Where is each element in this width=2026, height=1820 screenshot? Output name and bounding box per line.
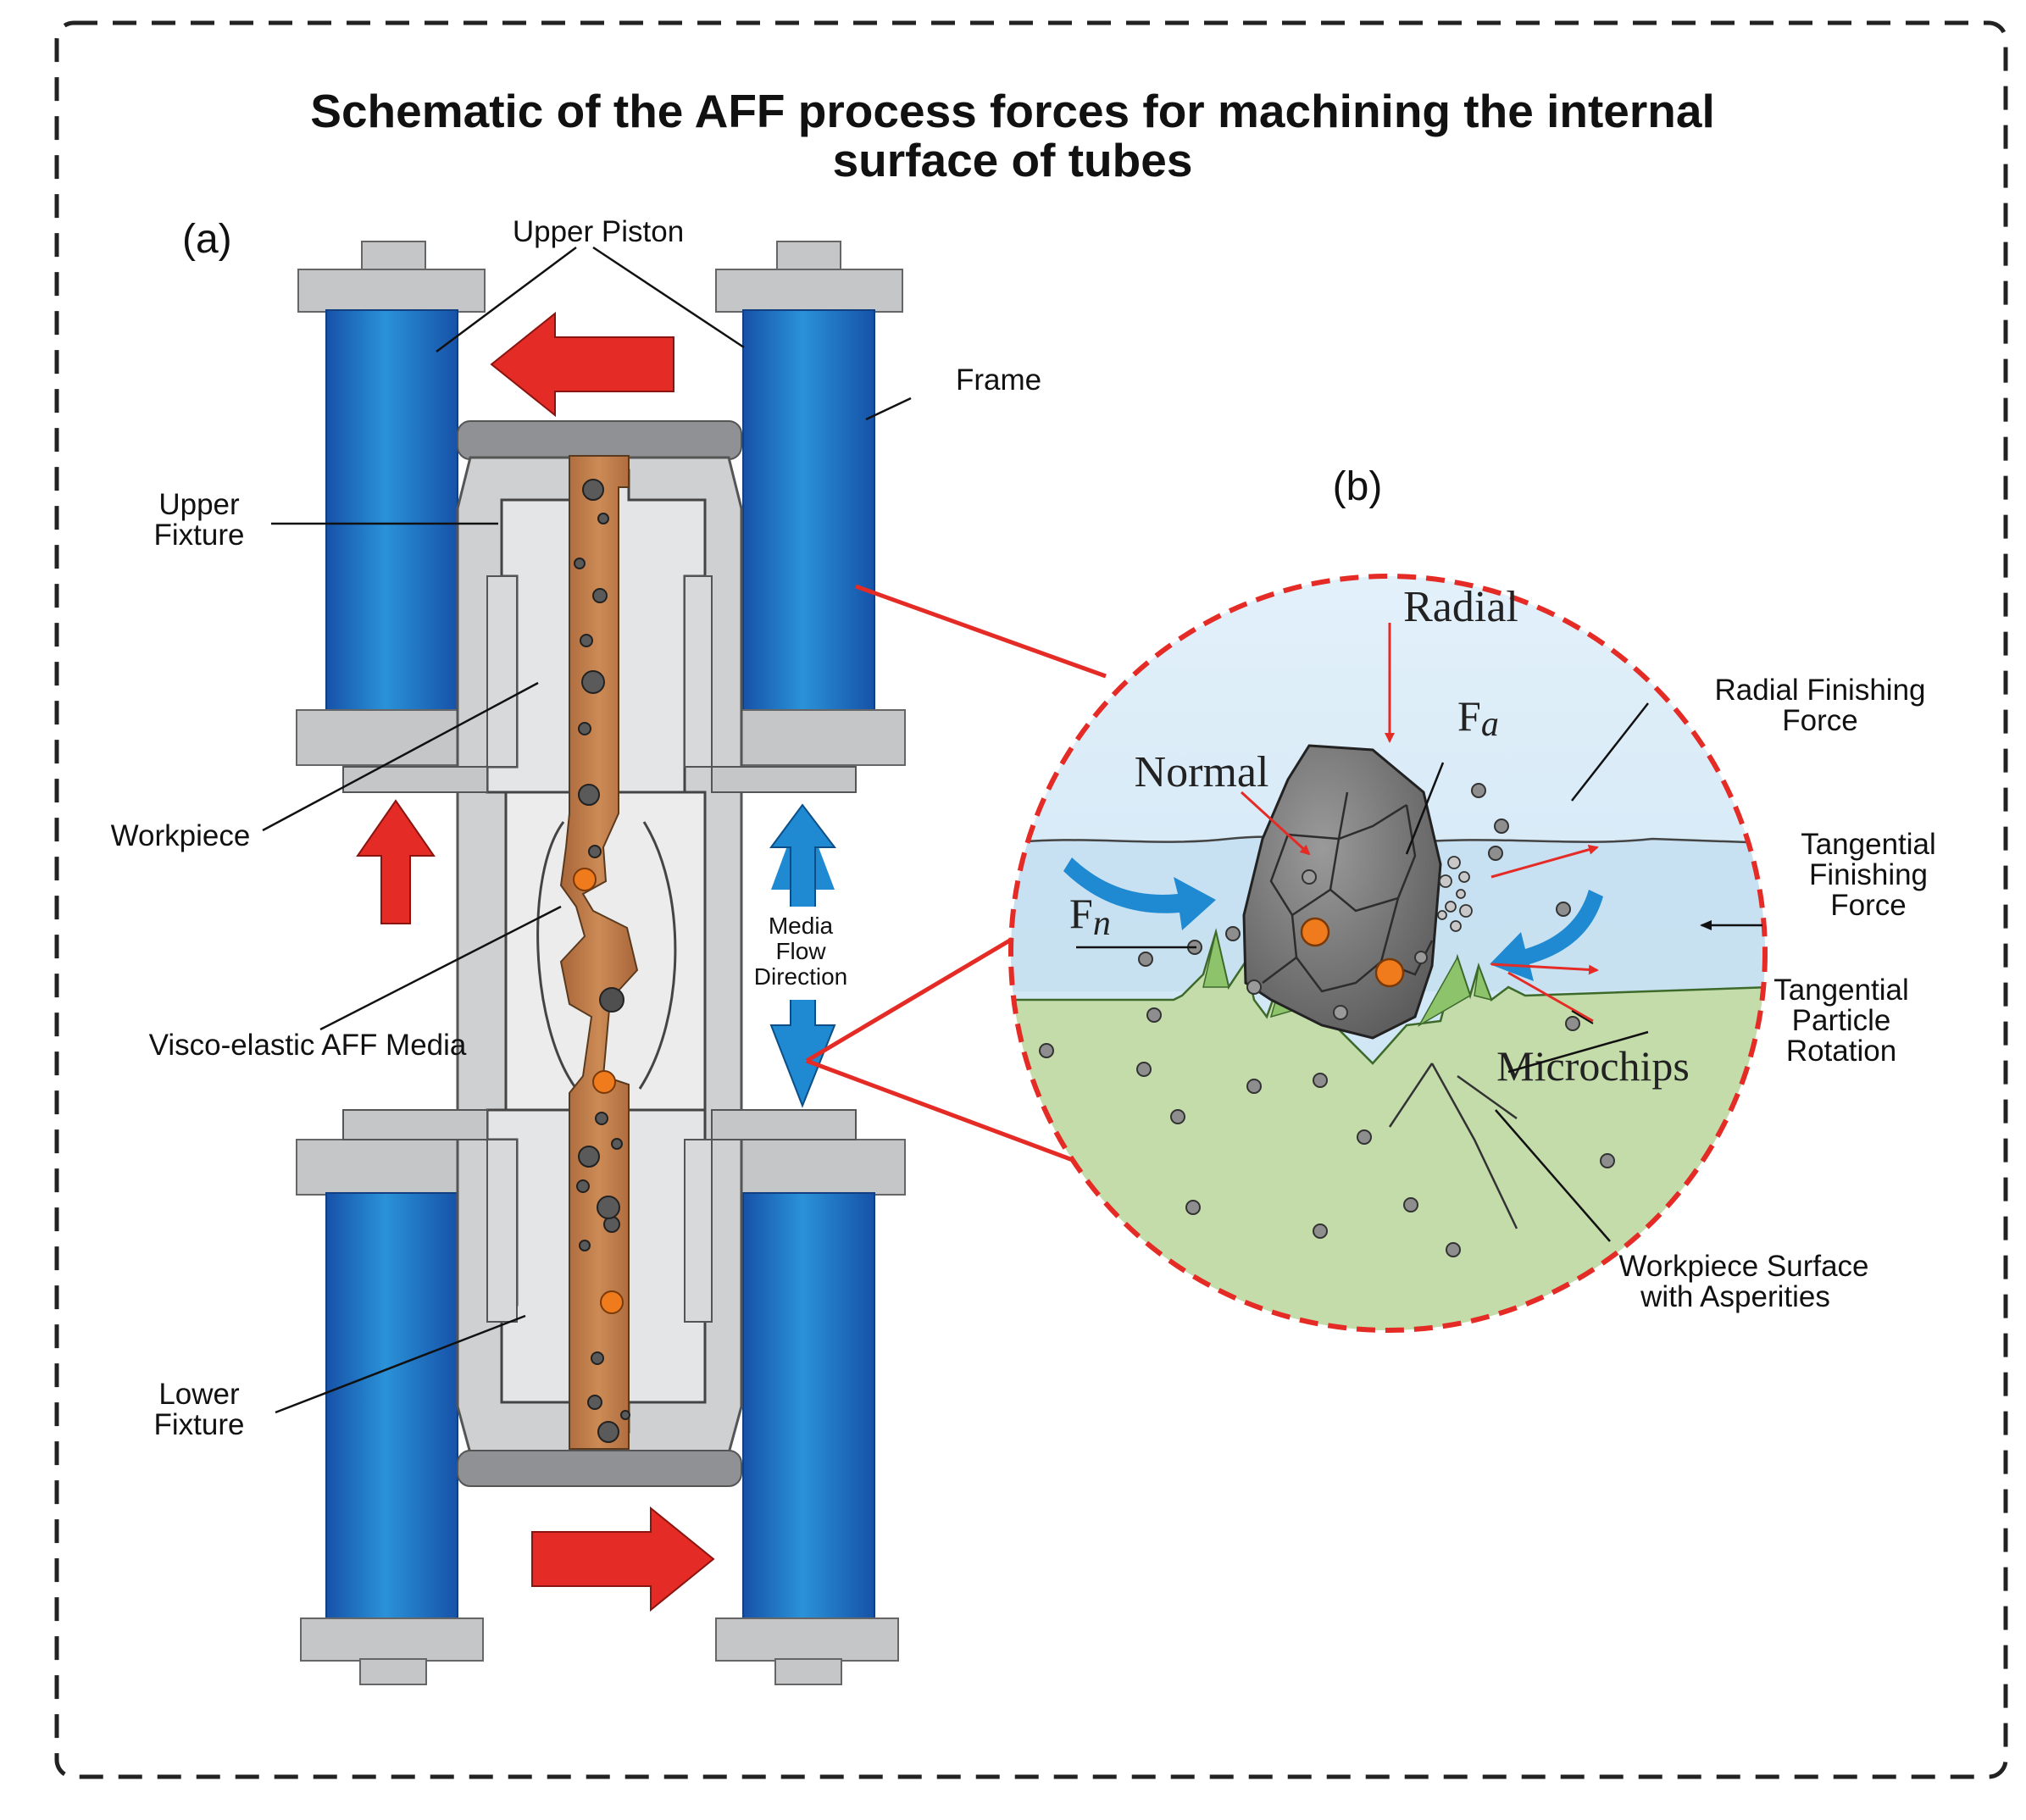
panel-b-leaders — [1495, 702, 1649, 1242]
upper-left-cylinder — [296, 241, 488, 766]
abrasive-grain — [1242, 744, 1442, 1040]
tangential-rotation-label-line2: Particle — [1792, 1004, 1891, 1037]
fn-label: Fn — [1069, 890, 1111, 943]
upward-force-arrow — [356, 799, 436, 924]
microchip-cluster — [1437, 856, 1473, 932]
force-arrows — [1240, 623, 1599, 1023]
scattered-particles — [1039, 783, 1615, 1257]
figure-border — [54, 20, 2008, 1779]
tangential-finishing-label-line3: Force — [1830, 889, 1906, 922]
radial-finishing-label-line1: Radial Finishing — [1714, 674, 1925, 707]
radial-finishing-label-line2: Force — [1782, 704, 1857, 737]
surface-cracks — [1388, 1063, 1518, 1229]
microchips-leader — [1571, 1010, 1594, 1024]
flow-arrow-left — [1063, 857, 1216, 930]
lower-left-cylinder — [296, 1139, 488, 1685]
media-flow-arrow: Media Flow Direction — [746, 803, 856, 1108]
zoom-connectors — [805, 584, 1107, 1170]
panel-b: (b) — [1008, 464, 1936, 1333]
diagram-title-line1: Schematic of the AFF process forces for … — [310, 85, 1714, 137]
flow-arrow-right — [1490, 890, 1603, 981]
upper-fixture-label-line2: Fixture — [154, 519, 245, 552]
aff-media-channel — [559, 455, 639, 1450]
fa-label: Fa — [1457, 692, 1499, 744]
tangential-finishing-label-line2: Finishing — [1809, 858, 1928, 891]
frame-label: Frame — [956, 363, 1041, 397]
fa-label-main: F — [1457, 692, 1481, 740]
zoom-circle — [1011, 576, 1765, 1330]
workpiece-label: Workpiece — [111, 819, 251, 852]
lower-right-cylinder — [711, 1139, 906, 1685]
upper-piston-label: Upper Piston — [513, 215, 684, 248]
upper-fixture-label-line1: Upper — [158, 488, 240, 521]
surface-label-line2: with Asperities — [1640, 1280, 1830, 1313]
media-label: Visco-elastic AFF Media — [149, 1029, 467, 1062]
panel-a-leaders — [262, 246, 912, 1414]
panel-a: (a) — [111, 215, 1041, 1685]
tangential-rotation-label-line3: Rotation — [1786, 1035, 1896, 1068]
tangential-rotation-label-line1: Tangential — [1773, 974, 1909, 1007]
surface-label-line1: Workpiece Surface — [1618, 1250, 1868, 1283]
radial-label: Radial — [1403, 583, 1518, 631]
flow-label-line1: Media — [769, 913, 834, 939]
diagram-title-line2: surface of tubes — [833, 134, 1193, 186]
upper-piston-arrow — [490, 311, 674, 418]
fn-label-sub: n — [1093, 904, 1111, 943]
orange-grit-particles — [573, 868, 624, 1314]
panel-b-label: (b) — [1333, 464, 1383, 509]
flow-label-line3: Direction — [754, 963, 847, 990]
normal-label: Normal — [1135, 748, 1269, 796]
tangential-finishing-label-line1: Tangential — [1801, 828, 1936, 861]
zoom-circle-border — [1008, 574, 1768, 1333]
panel-a-label: (a) — [182, 217, 232, 262]
upper-right-cylinder — [711, 241, 906, 766]
lower-fixture-label-line1: Lower — [158, 1378, 240, 1411]
lower-fixture-label-line2: Fixture — [154, 1408, 245, 1441]
fn-label-main: F — [1069, 890, 1093, 937]
lower-piston-arrow — [531, 1506, 715, 1612]
flow-label-line2: Flow — [775, 938, 826, 964]
fa-leader — [1405, 762, 1445, 855]
fa-label-sub: a — [1481, 705, 1499, 744]
